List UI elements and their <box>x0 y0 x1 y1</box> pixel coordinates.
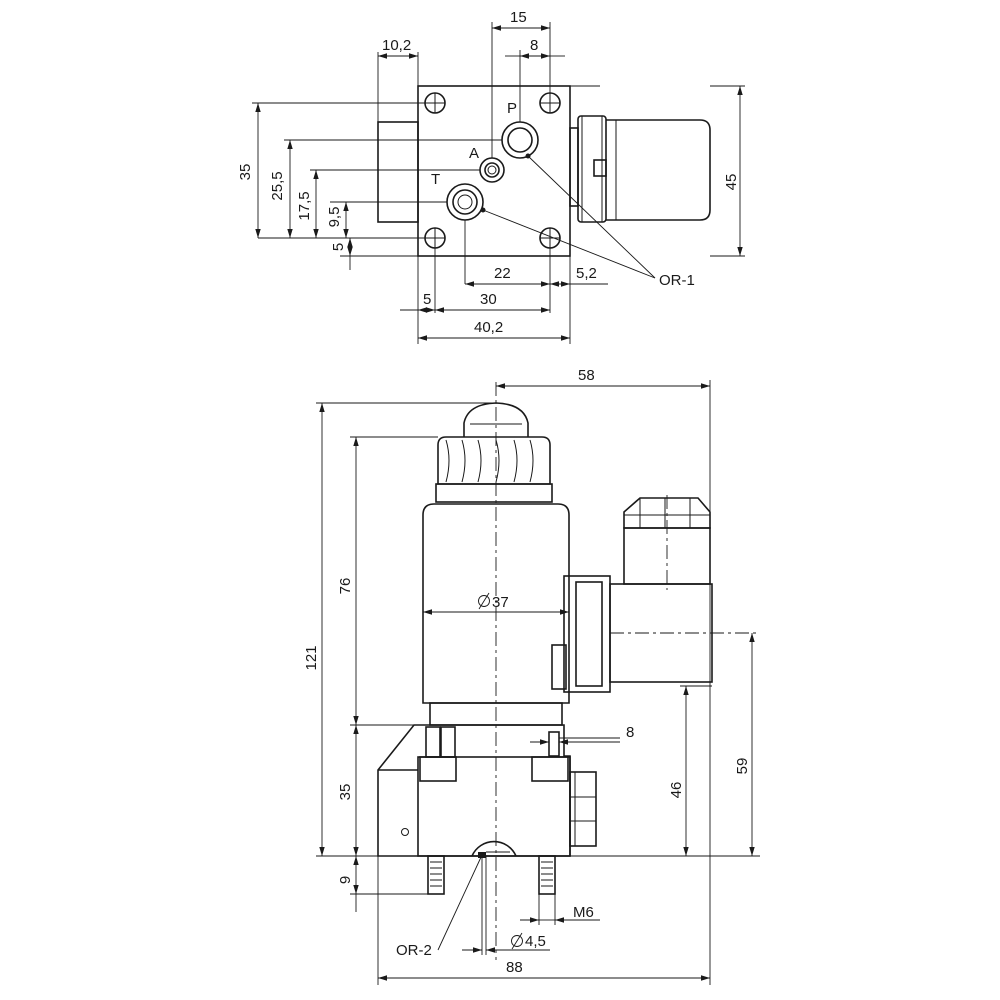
side-view: 58 121 76 37 35 9 8 46 59 M6 <box>303 367 760 985</box>
connector-side <box>551 497 713 693</box>
dim-35-side: 35 <box>337 784 354 801</box>
dim-10-2: 10,2 <box>382 37 411 54</box>
left-flange <box>377 121 419 223</box>
dim-8-side: 8 <box>626 724 634 741</box>
port-a <box>479 157 505 183</box>
top-extension-lines <box>377 22 571 344</box>
dim-22: 22 <box>494 265 511 282</box>
coil-body <box>422 503 570 704</box>
dim-59: 59 <box>734 758 751 775</box>
dim-17-5: 17,5 <box>296 191 313 220</box>
mounting-bolts <box>427 855 556 895</box>
dim-58: 58 <box>578 367 595 384</box>
dim-25-5: 25,5 <box>269 171 286 200</box>
top-view: P A T OR-1 <box>237 9 745 344</box>
dim-15: 15 <box>510 9 527 26</box>
dim-76: 76 <box>337 578 354 595</box>
dim-30: 30 <box>480 291 497 308</box>
side-extension-lines <box>316 380 760 985</box>
dim-40-2: 40,2 <box>474 319 503 336</box>
diameter-symbol-4-5 <box>511 932 523 950</box>
diameter-symbol-37 <box>478 592 490 610</box>
valve-block <box>377 724 597 858</box>
or1-leader <box>480 153 656 279</box>
port-t <box>446 183 484 221</box>
dim-m6: M6 <box>573 904 594 921</box>
or2-label: OR-2 <box>396 942 432 959</box>
or1-label: OR-1 <box>659 272 695 289</box>
knurled-nut <box>435 436 553 503</box>
dim-35-top: 35 <box>237 164 254 181</box>
connector-top <box>569 115 711 223</box>
dim-45: 45 <box>723 174 740 191</box>
port-t-label: T <box>431 171 440 188</box>
dim-5-left: 5 <box>330 243 347 251</box>
mounting-holes <box>424 92 561 249</box>
dim-121: 121 <box>303 645 320 670</box>
dim-dia-4-5: 4,5 <box>525 933 546 950</box>
dim-8-top: 8 <box>530 37 538 54</box>
dim-9: 9 <box>337 876 354 884</box>
dim-5-2: 5,2 <box>576 265 597 282</box>
dim-88: 88 <box>506 959 523 976</box>
dim-5-bottom: 5 <box>423 291 431 308</box>
port-p-label: P <box>507 100 517 117</box>
dim-9-5: 9,5 <box>326 207 343 228</box>
port-a-label: A <box>469 145 479 162</box>
dim-dia-37: 37 <box>492 594 509 611</box>
or2-leader <box>437 854 483 951</box>
dim-46: 46 <box>668 782 685 799</box>
port-p <box>501 121 539 159</box>
top-extension-lines-h <box>252 85 745 257</box>
